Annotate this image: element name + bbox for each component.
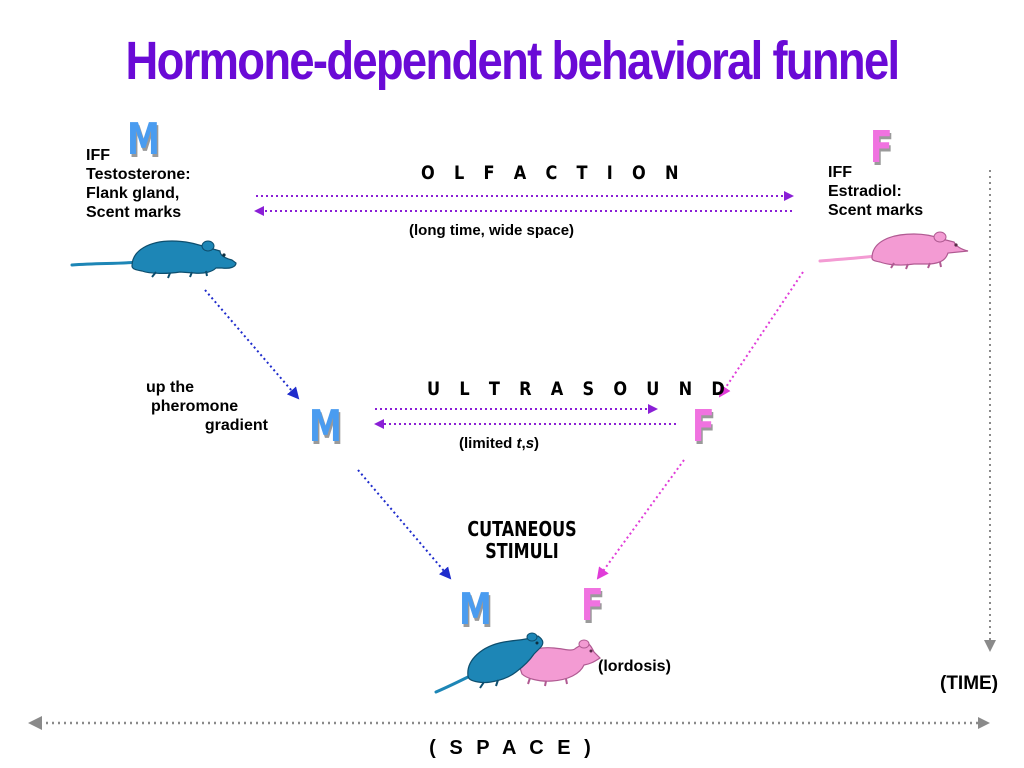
pheromone-line-2: pheromone	[151, 398, 239, 415]
male-symbol-middle: M	[309, 401, 342, 452]
male-hormone-line-4: Scent marks	[86, 204, 182, 221]
olfaction-label: O L F A C T I O N	[421, 162, 686, 184]
slide-title: Hormone-dependent behavioral funnel	[125, 31, 901, 91]
male-hormone-line-3: Flank gland,	[86, 185, 180, 202]
pheromone-line-3: gradient	[204, 417, 268, 434]
male-hormone-line-1: IFF	[86, 147, 110, 164]
ultrasound-note-s: s	[525, 435, 535, 452]
male-symbol-top: M	[127, 114, 160, 165]
female-hormone-line-3: Scent marks	[828, 202, 924, 219]
female-symbol-top: F	[870, 122, 893, 173]
male-rat-icon	[70, 240, 237, 279]
female-symbol-bottom: F	[581, 580, 604, 631]
ultrasound-note-comma: ,	[521, 435, 526, 452]
female-hormone-line-2: Estradiol:	[828, 183, 902, 200]
male-hormone-line-2: Testosterone:	[86, 166, 191, 183]
lordosis-note: (lordosis)	[598, 658, 671, 675]
cutaneous-line-1: CUTANEOUS	[467, 517, 577, 541]
ultrasound-note-close: )	[534, 435, 540, 452]
female-path-arrow-lower	[596, 459, 685, 580]
time-axis-label: (TIME)	[940, 673, 999, 694]
space-axis-label: ( S P A C E )	[429, 737, 595, 759]
cutaneous-line-2: STIMULI	[485, 539, 559, 563]
ultrasound-label: U L T R A S O U N D	[427, 378, 732, 400]
ultrasound-note-t: t	[516, 435, 522, 452]
male-path-arrow-lower	[357, 469, 452, 580]
mating-rats-icon	[434, 632, 601, 694]
ultrasound-note-open: (limited	[459, 435, 517, 452]
female-hormone-label: IFF Estradiol: Scent marks	[828, 163, 923, 220]
pheromone-line-1: up the	[146, 379, 194, 396]
pheromone-gradient-label: up the pheromone gradient	[140, 378, 268, 435]
cutaneous-stimuli-label: CUTANEOUS STIMULI	[458, 518, 586, 562]
female-symbol-middle: F	[692, 401, 715, 452]
male-hormone-label: IFF Testosterone: Flank gland, Scent mar…	[86, 146, 191, 222]
male-symbol-bottom: M	[459, 584, 492, 635]
space-axis-arrowhead-left	[28, 716, 42, 730]
ultrasound-note: (limited t,s)	[459, 435, 539, 452]
olfaction-note: (long time, wide space)	[409, 222, 575, 239]
female-rat-icon	[818, 231, 969, 270]
female-hormone-line-1: IFF	[828, 164, 852, 181]
female-path-arrow-upper	[718, 271, 804, 398]
male-path-arrow-upper	[204, 289, 300, 400]
